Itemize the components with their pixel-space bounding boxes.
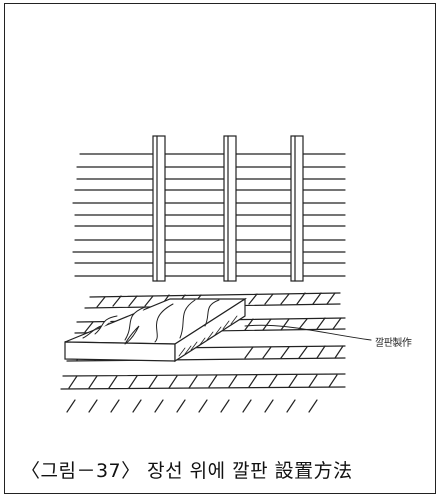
figure-caption: 〈그림－37〉 장선 위에 깔판 設置方法 xyxy=(21,460,353,482)
wall-studs xyxy=(152,135,304,282)
floor-board xyxy=(64,297,248,363)
figure-frame: 깔판製作 〈그림－37〉 장선 위에 깔판 設置方法 xyxy=(4,3,436,494)
board-callout-label: 깔판製作 xyxy=(375,338,412,349)
wall-horizontal-boards xyxy=(72,153,346,277)
wall-floor-board-illustration xyxy=(60,135,372,413)
leader-arrow xyxy=(244,324,372,341)
